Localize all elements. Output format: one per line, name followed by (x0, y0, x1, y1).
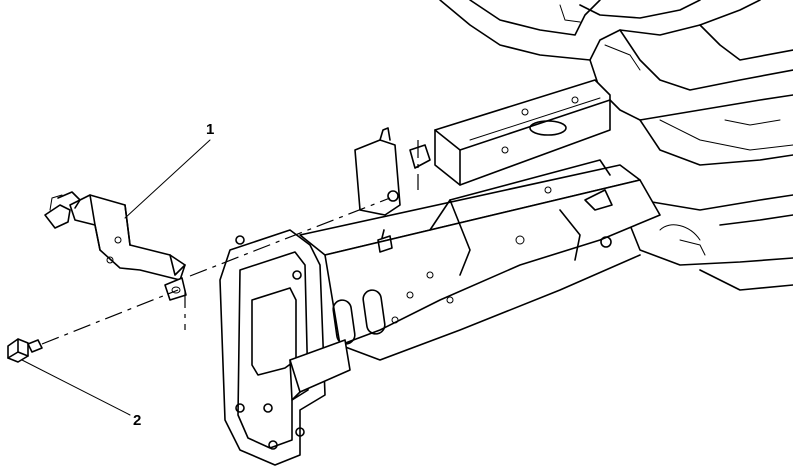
callout-1-label: 1 (206, 121, 215, 138)
cross-member-top-plate (434, 79, 611, 186)
alignment-lines (41, 140, 419, 345)
rail-stud (377, 229, 393, 253)
bolt-part-2 (7, 338, 43, 363)
frame-rail (299, 159, 661, 361)
tow-bracket (289, 339, 351, 401)
leader-line-2 (21, 359, 131, 416)
frame-end-plate (219, 229, 326, 466)
bracket-part-1 (44, 191, 187, 301)
rail-mount-post (354, 127, 431, 216)
leader-line-1 (124, 139, 211, 219)
callout-2-label: 2 (133, 412, 142, 429)
